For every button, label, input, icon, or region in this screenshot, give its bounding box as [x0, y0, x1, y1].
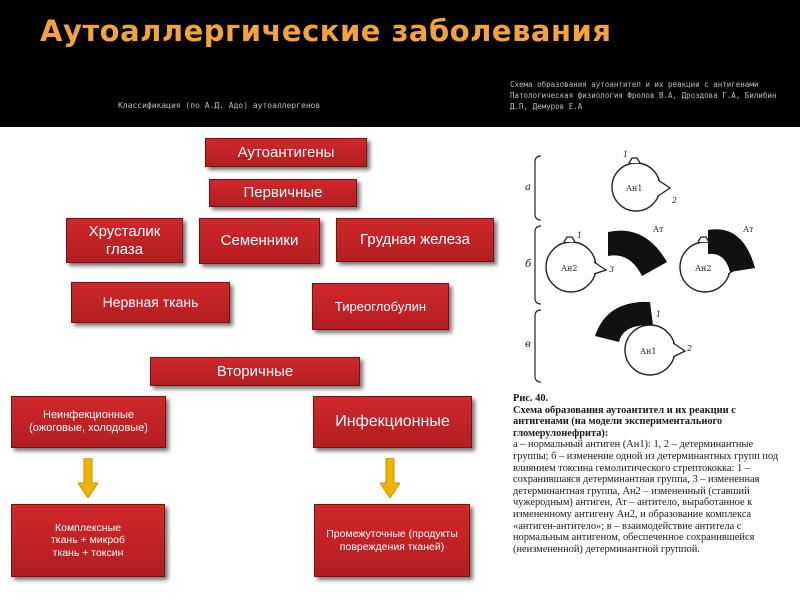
node-primary: Первичные [209, 179, 357, 207]
row-label-b: б [525, 259, 532, 270]
figure-number: Рис. 40. [513, 393, 549, 404]
row-label-c: в [525, 339, 531, 350]
autoantibody-scheme-figure: а б в Ан1 1 2 Ан2 1 3 Ат Ан2 Ат Ан1 1 2 [525, 150, 755, 383]
svg-text:3: 3 [609, 265, 614, 274]
node-intermediate: Промежуточные (продукты повреждения ткан… [314, 504, 470, 577]
svg-text:Ат: Ат [653, 225, 664, 234]
row-label-a: а [525, 182, 531, 193]
figure-description: а – нормальный антиген (Ан1): 1, 2 – дет… [513, 439, 779, 555]
svg-text:Ан2: Ан2 [561, 264, 577, 273]
classification-caption: Классификация (по А.Д. Адо) аутоаллерген… [118, 101, 321, 110]
svg-text:2: 2 [686, 344, 692, 353]
node-noninfectious: Неинфекционные (ожоговые, холодовые) [11, 396, 166, 448]
svg-text:Ан2: Ан2 [695, 264, 711, 273]
node-infectious: Инфекционные [313, 396, 472, 448]
figure-title: Схема образования аутоантител и их реакц… [513, 404, 736, 439]
svg-text:Ан1: Ан1 [626, 184, 642, 193]
svg-text:Ан1: Ан1 [640, 347, 656, 356]
node-thyroglobulin: Тиреоглобулин [312, 283, 449, 330]
arrow-down-icon [380, 458, 400, 498]
svg-text:1: 1 [623, 150, 628, 159]
svg-text:2: 2 [671, 196, 677, 205]
header-bar: Аутоаллергические заболевания Классифика… [0, 0, 800, 127]
slide-title: Аутоаллергические заболевания [40, 14, 612, 48]
figure-caption: Рис. 40. Схема образования аутоантител и… [513, 393, 785, 555]
node-thymus: Грудная железа [336, 218, 494, 262]
node-testes: Семенники [199, 218, 320, 264]
bracket-b [534, 225, 542, 305]
bracket-c [534, 309, 542, 383]
svg-text:1: 1 [577, 231, 582, 240]
node-autoantigens: Аутоантигены [205, 138, 367, 167]
antibody-left [608, 230, 667, 276]
node-lens: Хрусталик глаза [66, 218, 183, 263]
arrow-down-icon [78, 458, 98, 498]
svg-text:1: 1 [656, 310, 661, 319]
antibody-bottom [595, 301, 653, 342]
node-nerve-tissue: Нервная ткань [71, 282, 230, 323]
node-secondary: Вторичные [150, 357, 360, 386]
source-caption: Схема образования аутоантител и их реакц… [510, 80, 777, 111]
node-complex: Комплексные ткань + микроб ткань + токси… [11, 504, 165, 577]
antibody-right [708, 229, 755, 272]
svg-text:Ат: Ат [743, 225, 754, 234]
bracket-a [534, 155, 542, 221]
